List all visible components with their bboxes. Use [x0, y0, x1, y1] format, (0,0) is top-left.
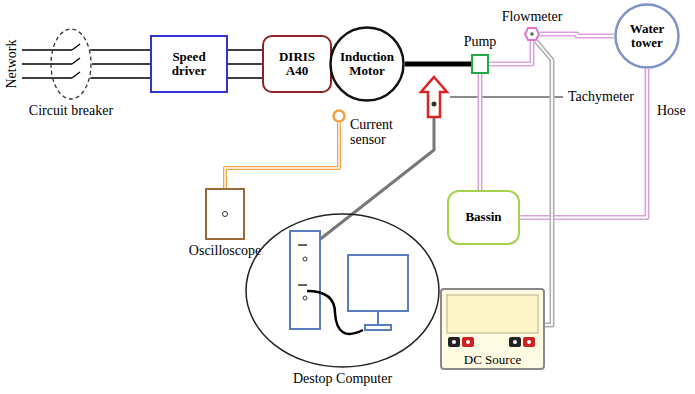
shape-outline [245, 213, 440, 368]
node-label: Water tower [617, 22, 677, 51]
shape-outline [524, 27, 540, 41]
oscilloscope-knob [223, 212, 228, 217]
connector-core [520, 69, 647, 218]
connector [320, 118, 434, 239]
tower-button [303, 296, 307, 300]
tower-slot [298, 284, 307, 286]
connector [225, 123, 339, 188]
dc-terminal [448, 337, 460, 347]
leader-line [450, 96, 563, 98]
connector-core [536, 41, 552, 325]
dc-terminal [509, 337, 521, 347]
pump-box: Pump [471, 54, 489, 74]
breaker-contact [72, 44, 80, 50]
connector-core [225, 123, 339, 188]
node-label: Flowmeter [502, 9, 563, 24]
dc-terminal-hole [527, 340, 531, 344]
dc-source-panel [447, 295, 538, 333]
network-wire [22, 49, 72, 50]
tower-button [303, 257, 307, 261]
connector [405, 64, 471, 65]
motor-circle: Induction Motor [329, 26, 405, 102]
network-label: Network [4, 34, 20, 94]
network-wire [22, 63, 72, 64]
connector [228, 50, 262, 78]
dc-terminal [523, 337, 535, 347]
network-wire [22, 77, 72, 78]
connector-line [520, 69, 647, 218]
node-label: Current sensor [350, 117, 408, 148]
node-label: Pump [464, 34, 497, 49]
oscilloscope: Oscilloscope [205, 188, 245, 240]
node-label: Bassin [461, 210, 505, 224]
computer-cable [307, 291, 363, 334]
node-label: DC Source [464, 353, 521, 367]
circle-outline [334, 111, 345, 122]
connector [540, 34, 614, 36]
computer-monitor [348, 255, 408, 311]
connector [520, 69, 647, 218]
connector-core [479, 74, 481, 190]
computer-outline [246, 214, 439, 367]
desktop-computer: Destop Computer [245, 213, 440, 368]
flowmeter-dot [530, 32, 534, 36]
tachymeter: Tachymeter [420, 76, 448, 118]
basin-box: Bassin [447, 190, 520, 245]
node-label: Tachymeter [568, 89, 634, 104]
shape-outline [420, 76, 448, 118]
breaker-contact [72, 72, 80, 78]
shape-outline [50, 28, 92, 100]
meter-box: DIRIS A40 [262, 35, 332, 93]
dc-source: DC Source [440, 288, 545, 370]
tachymeter-dot [432, 102, 437, 107]
connector-line [405, 62, 471, 67]
shape-outline [205, 188, 245, 240]
node-label: Induction Motor [332, 50, 402, 79]
monitor-base [365, 325, 391, 330]
connector-core [540, 34, 614, 36]
dc-terminal [462, 337, 474, 347]
current-sensor: Current sensor [332, 109, 346, 123]
circle-outline [616, 5, 679, 68]
computer-tower [290, 231, 320, 329]
connector-line [536, 41, 552, 325]
flowmeter-hexagon [525, 28, 539, 40]
hose-label: Hose [657, 103, 686, 119]
connector [536, 41, 552, 325]
breaker-outline [51, 29, 91, 99]
circuit-breaker: Circuit breaker [50, 28, 92, 100]
dc-source-case [441, 289, 544, 369]
dc-terminal-hole [466, 340, 470, 344]
flowmeter: Flowmeter [524, 27, 540, 41]
shape-outline [332, 109, 346, 123]
connector [90, 50, 150, 78]
connector-line [228, 50, 262, 78]
circle-outline [331, 28, 404, 101]
connector-line [478, 74, 483, 190]
connector-line [90, 50, 150, 78]
tower-slot [298, 244, 307, 246]
monitor-stand [377, 311, 379, 325]
dc-terminal-hole [513, 340, 517, 344]
tachymeter-arrow [421, 77, 447, 117]
node-label: Oscilloscope [189, 243, 261, 258]
node-label: Circuit breaker [29, 103, 113, 118]
speed-driver-box: Speed driver [150, 35, 228, 93]
oscilloscope-case [206, 189, 244, 239]
node-label: Speed driver [152, 50, 226, 79]
dc-terminal-hole [452, 340, 456, 344]
connector [480, 74, 481, 190]
node-label: DIRIS A40 [264, 50, 330, 79]
connector-line [225, 123, 339, 188]
connector-line [320, 118, 434, 239]
node-label: Destop Computer [293, 371, 392, 386]
water-tower: Water tower [614, 3, 680, 69]
connector-line [540, 34, 614, 36]
breaker-contact [72, 58, 80, 64]
